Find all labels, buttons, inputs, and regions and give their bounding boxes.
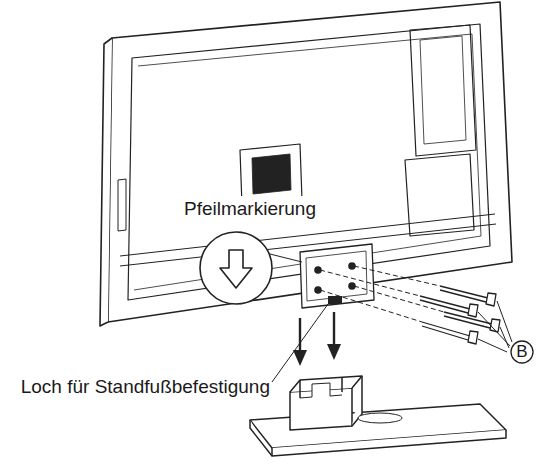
tv-back-panel [108, 2, 512, 322]
arrow-mark-label: Pfeilmarkierung [180, 196, 356, 223]
screw [420, 286, 500, 344]
hole-label: Loch für Standfußbefestigung [14, 376, 270, 399]
callout-letter: B [511, 342, 533, 362]
arrow-mark-callout [200, 232, 272, 304]
tv-stand [250, 376, 506, 456]
mounting-bracket [300, 244, 374, 308]
